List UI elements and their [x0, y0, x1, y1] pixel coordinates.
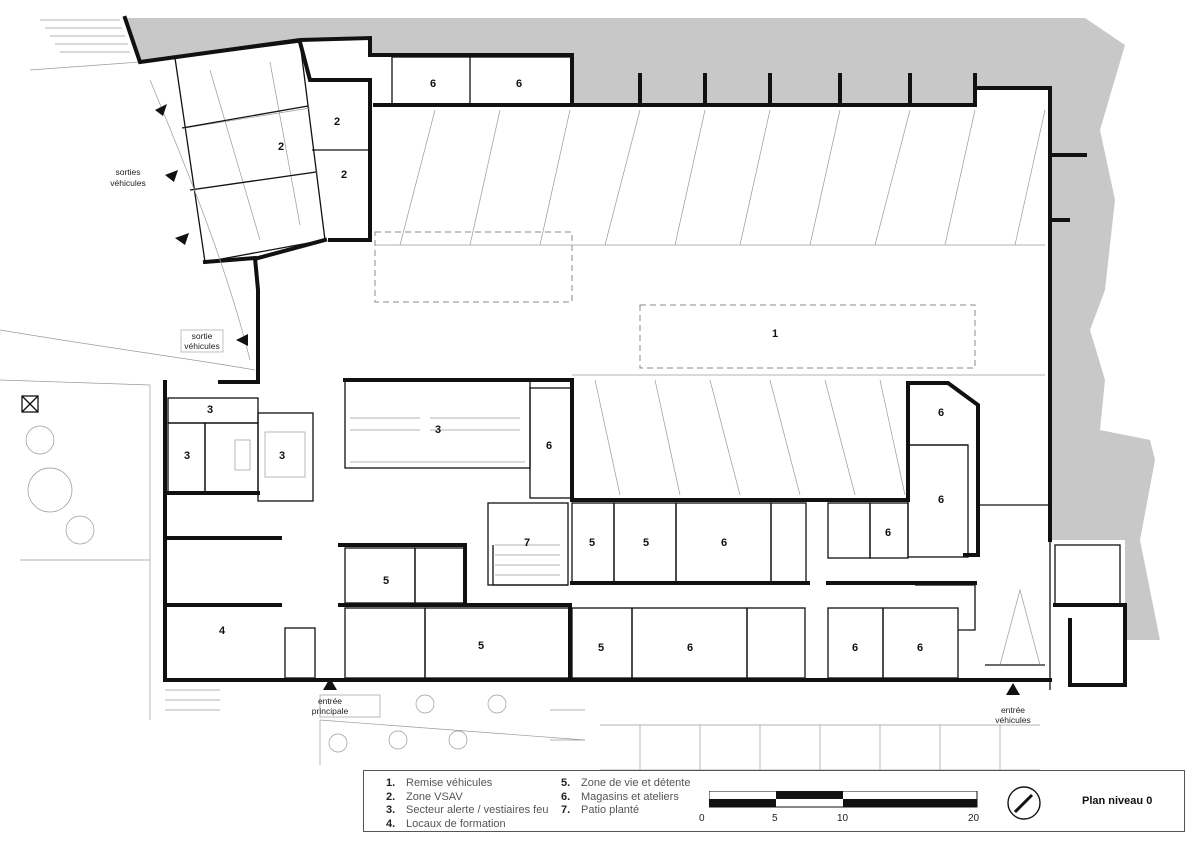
- room-label-6: 6: [546, 440, 552, 452]
- room-label-5: 5: [598, 642, 604, 654]
- plan-title: Plan niveau 0: [1082, 795, 1153, 807]
- room-label-6: 6: [938, 494, 944, 506]
- main-entrance-line2: principale: [312, 706, 349, 716]
- legend-item: 7.Patio planté: [561, 804, 640, 816]
- room-label-5: 5: [589, 537, 595, 549]
- trees: [25, 425, 507, 753]
- room-label-2: 2: [334, 116, 340, 128]
- room-label-6: 6: [885, 527, 891, 539]
- main-entrance-line1: entrée: [318, 696, 342, 706]
- scale-bar: [709, 791, 978, 808]
- earth-poche: [125, 18, 1160, 640]
- room-label-6: 6: [687, 642, 693, 654]
- room-label-5: 5: [383, 575, 389, 587]
- room-label-6: 6: [430, 78, 436, 90]
- room-label-6: 6: [721, 537, 727, 549]
- floor-plan: 2 2 2 6 6 1 3 3 3 3 6 6 6 7 5 5 6 6 5 4 …: [0, 15, 1160, 770]
- legend-item: 6.Magasins et ateliers: [561, 790, 679, 803]
- room-labels: 2 2 2 6 6 1 3 3 3 3 6 6 6 7 5 5 6 6 5 4 …: [184, 78, 944, 654]
- vehicle-entrance-line2: véhicules: [995, 715, 1030, 725]
- room-label-6: 6: [516, 78, 522, 90]
- exits-annotation-line2: véhicules: [110, 178, 145, 188]
- room-label-4: 4: [219, 625, 226, 637]
- exits-annotation-line1: sorties: [115, 167, 140, 177]
- room-label-3: 3: [184, 450, 190, 462]
- legend-item: 2.Zone VSAV: [386, 790, 463, 803]
- room-label-3: 3: [435, 424, 441, 436]
- legend-column-2: 5.Zone de vie et détente 6.Magasins et a…: [561, 777, 690, 818]
- room-label-2: 2: [278, 141, 284, 153]
- room-label-2: 2: [341, 169, 347, 181]
- room-label-6: 6: [852, 642, 858, 654]
- room-label-5: 5: [478, 640, 484, 652]
- vsav-garage: [174, 41, 326, 263]
- top-left-steps: [29, 19, 141, 71]
- room-label-3: 3: [279, 450, 285, 462]
- room-label-5: 5: [643, 537, 649, 549]
- legend-item: 5.Zone de vie et détente: [561, 777, 691, 789]
- legend-column-1: 1.Remise véhicules 2.Zone VSAV 3.Secteur…: [386, 777, 548, 831]
- room-label-6: 6: [917, 642, 923, 654]
- room-label-6: 6: [938, 407, 944, 419]
- room-label-3: 3: [207, 404, 213, 416]
- north-arrow-icon: [1007, 786, 1041, 820]
- vehicle-bays-south: [572, 374, 1045, 496]
- vehicle-bays-north: [375, 109, 1046, 246]
- scale-tick: 20: [968, 813, 980, 824]
- exit-annotation-line1: sortie: [192, 331, 213, 341]
- legend-item: 1.Remise véhicules: [386, 777, 493, 789]
- vehicle-entrance-line1: entrée: [1001, 705, 1025, 715]
- room-label-1: 1: [772, 328, 778, 340]
- scale-tick: 0: [699, 813, 705, 824]
- room-label-7: 7: [524, 537, 530, 549]
- exit-annotation-line2: véhicules: [184, 341, 219, 351]
- scale-tick: 5: [772, 813, 778, 824]
- legend-box: 1.Remise véhicules 2.Zone VSAV 3.Secteur…: [363, 770, 1185, 832]
- legend-item: 4.Locaux de formation: [386, 817, 506, 830]
- scale-tick: 10: [837, 813, 849, 824]
- exterior-paving: [0, 79, 1040, 770]
- arrows: [155, 104, 1020, 695]
- legend-item: 3.Secteur alerte / vestiaires feu: [386, 804, 549, 816]
